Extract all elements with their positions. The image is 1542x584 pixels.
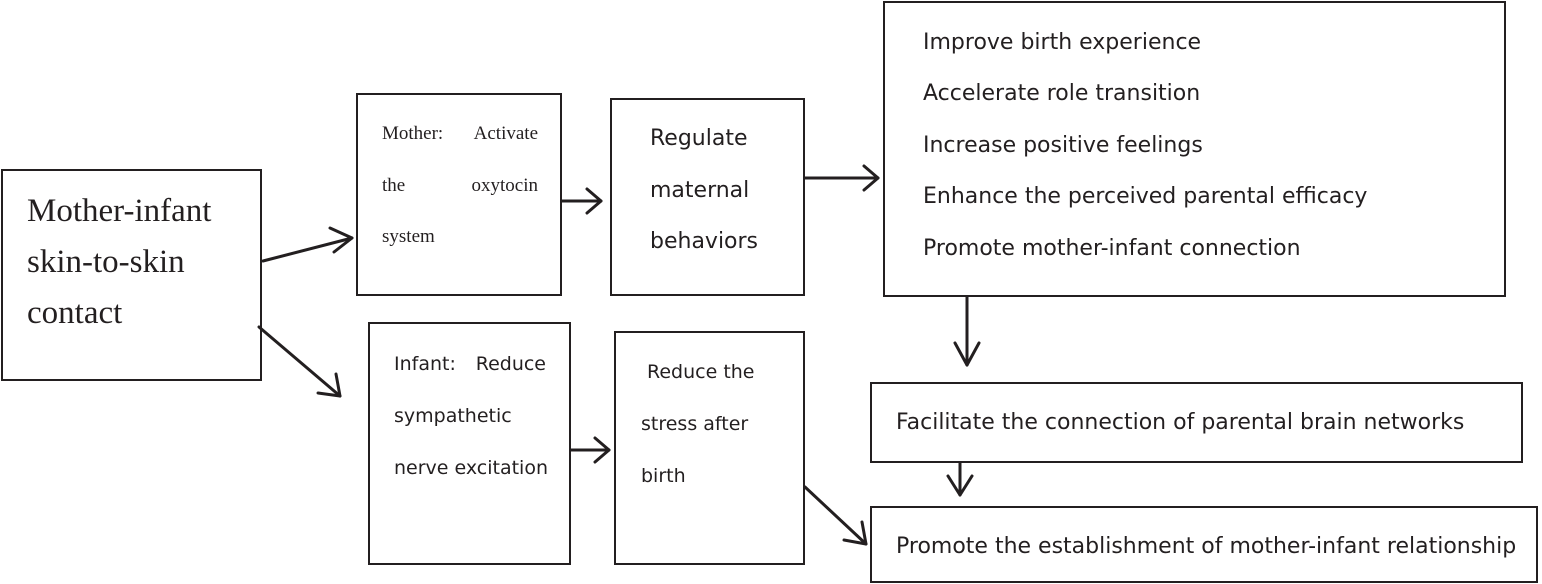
source-line-1: Mother-infant [27,193,212,229]
outcome-item: Increase positive feelings [923,133,1203,158]
mother-line-1-word-1: Mother: [382,123,444,144]
outcomes-box: Improve birth experience Accelerate role… [883,1,1506,297]
mother-line-2-word-1: the [382,175,406,196]
mother-box: Mother: Activate the oxytocin system [356,93,562,296]
source-box: Mother-infant skin-to-skin contact [1,169,262,381]
outcome-item: Improve birth experience [923,30,1202,55]
arrow-outcomes-to-brain [953,295,981,367]
regulate-line-2: maternal [650,178,750,203]
relationship-box: Promote the establishment of mother-infa… [870,506,1538,583]
outcome-item: Accelerate role transition [923,81,1201,106]
arrow-stress-to-relationship [803,485,868,546]
regulate-line-3: behaviors [650,229,759,254]
mother-line-2: the oxytocin [382,175,538,197]
infant-line-1-word-2: Reduce [475,353,546,375]
stress-line-1: Reduce the [647,361,755,383]
brain-networks-text: Facilitate the connection of parental br… [896,410,1465,435]
mother-line-1: Mother: Activate [382,123,538,145]
stress-line-3: birth [641,465,686,487]
relationship-text: Promote the establishment of mother-infa… [896,534,1517,559]
arrow-brain-to-relationship [946,461,974,497]
arrow-source-to-infant [257,325,342,398]
arrow-infant-to-stress [569,436,611,464]
regulate-line-1: Regulate [650,126,748,151]
brain-networks-box: Facilitate the connection of parental br… [870,382,1523,463]
source-line-2: skin-to-skin [27,244,185,280]
mother-line-3: system [382,226,435,247]
regulate-box: Regulate maternal behaviors [610,98,805,296]
arrow-source-to-mother [261,226,354,263]
stress-line-2: stress after [641,413,749,435]
infant-line-1: Infant: Reduce [394,353,546,375]
outcome-item: Enhance the perceived parental efficacy [923,184,1368,209]
arrow-mother-to-regulate [560,187,603,215]
source-line-3: contact [27,295,123,331]
infant-box: Infant: Reduce sympathetic nerve excitat… [368,322,571,565]
stress-box: Reduce the stress after birth [614,331,805,565]
infant-line-1-word-1: Infant: [394,353,456,375]
infant-line-2: sympathetic [394,405,512,427]
outcome-item: Promote mother-infant connection [923,236,1301,261]
mother-line-1-word-2: Activate [473,123,538,144]
mother-line-2-word-2: oxytocin [471,175,539,196]
arrow-regulate-to-outcomes [803,164,880,192]
infant-line-3: nerve excitation [394,457,548,479]
